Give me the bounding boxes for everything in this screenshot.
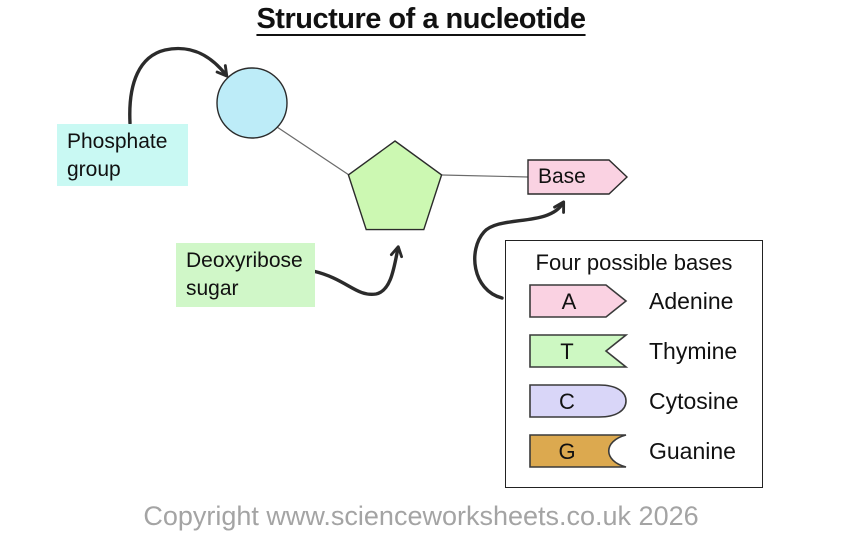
base-label: Base (538, 165, 586, 188)
thymine-letter: T (560, 339, 573, 364)
base-tag-shape (527, 159, 629, 195)
legend-row-adenine: A Adenine (529, 284, 762, 318)
connector-pentagon-to-base (441, 174, 529, 178)
legend-name-guanine: Guanine (649, 437, 736, 464)
adenine-shape (529, 284, 628, 318)
legend-name-thymine: Thymine (649, 337, 738, 364)
adenine-shape-icon: A (529, 284, 628, 318)
legend-name-adenine: Adenine (649, 287, 734, 314)
guanine-shape (529, 434, 627, 468)
cytosine-shape (529, 384, 627, 418)
legend-panel: Four possible bases A Adenine T Thymine … (505, 240, 763, 488)
guanine-letter: G (558, 439, 575, 464)
legend-row-cytosine: C Cytosine (529, 384, 762, 418)
phosphate-label-box: Phosphate group (57, 124, 188, 186)
thymine-shape (529, 334, 629, 368)
connector-circle-to-pentagon (276, 126, 350, 176)
cytosine-letter: C (559, 389, 575, 414)
guanine-shape-icon: G (529, 434, 627, 468)
legend-row-thymine: T Thymine (529, 334, 762, 368)
adenine-letter: A (562, 289, 577, 314)
phosphate-circle-shape (216, 67, 288, 139)
arrow-legend-to-base (473, 200, 566, 300)
sugar-pentagon-shape (347, 140, 443, 231)
legend-row-guanine: G Guanine (529, 434, 762, 468)
copyright-text: Copyright www.scienceworksheets.co.uk 20… (143, 501, 699, 531)
page-title: Structure of a nucleotide (256, 3, 586, 35)
sugar-label-box: Deoxyribose sugar (176, 243, 315, 307)
cytosine-shape-icon: C (529, 384, 627, 418)
legend-title: Four possible bases (535, 250, 733, 275)
arrow-sugar-to-pentagon (311, 245, 404, 296)
legend-name-cytosine: Cytosine (649, 387, 739, 414)
thymine-shape-icon: T (529, 334, 629, 368)
arrow-phosphate-to-circle (128, 46, 229, 125)
